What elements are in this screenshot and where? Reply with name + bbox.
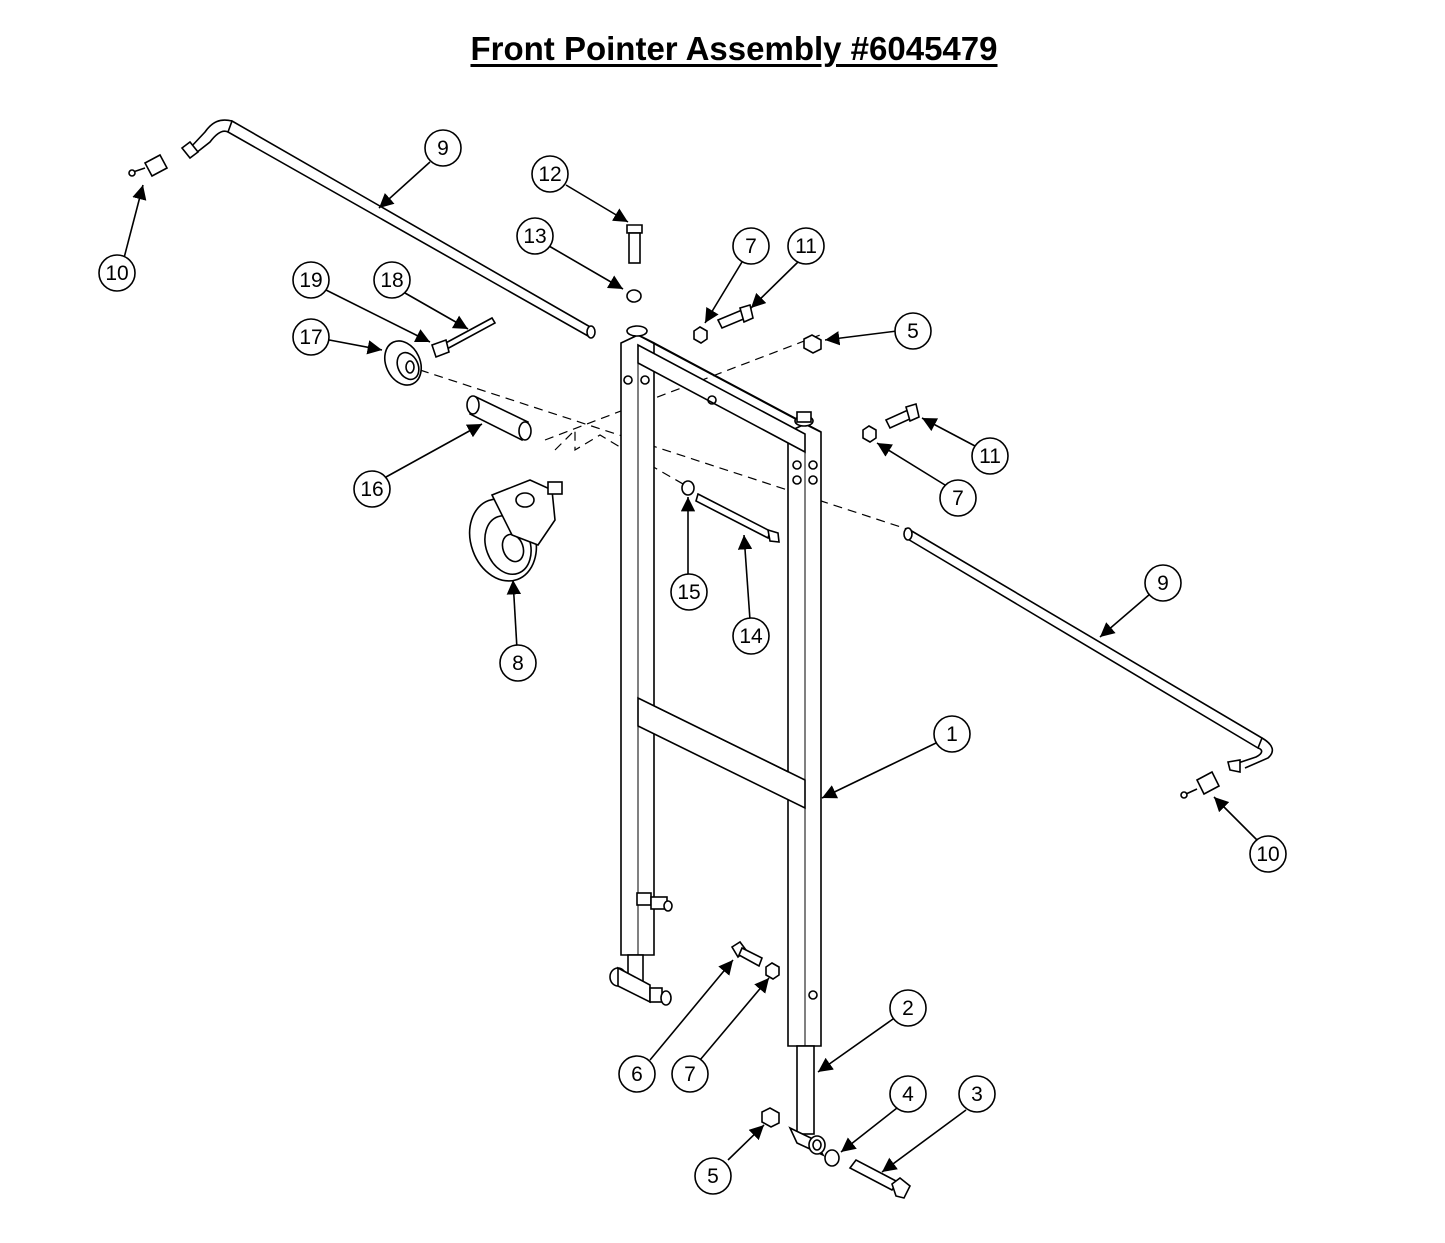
- svg-text:7: 7: [952, 487, 964, 510]
- diagram-title: Front Pointer Assembly #6045479: [470, 30, 998, 67]
- callout-10-left: 10: [98, 254, 136, 292]
- part-7-nut-lower: [765, 962, 780, 980]
- part-16-spacer-tube: [466, 395, 532, 442]
- callout-9-left: 9: [424, 129, 462, 167]
- part-5-nut-bottom: [761, 1107, 780, 1128]
- part-18-pin: [440, 316, 497, 352]
- svg-text:17: 17: [299, 326, 322, 349]
- part-10-pointer-tip-right: [1180, 770, 1221, 799]
- svg-text:16: 16: [360, 478, 383, 501]
- callout-17: 17: [292, 318, 330, 356]
- callout-18: 18: [373, 261, 411, 299]
- callout-13: 13: [516, 217, 554, 255]
- svg-text:11: 11: [795, 235, 817, 258]
- svg-text:10: 10: [105, 262, 128, 285]
- part-19-clip: [430, 338, 450, 359]
- callout-12: 12: [531, 155, 569, 193]
- callout-1: 1: [933, 715, 971, 753]
- left-pivot-assembly: [609, 954, 672, 1006]
- assembly-center-lines: [419, 334, 911, 531]
- part-7-nut-right: [862, 425, 877, 443]
- part-17-knob: [383, 340, 423, 386]
- svg-text:8: 8: [512, 652, 524, 675]
- part-14-rod-bolt: [695, 492, 780, 543]
- part-13-nut: [626, 289, 642, 303]
- svg-text:6: 6: [631, 1063, 643, 1086]
- callout-11-right: 11: [971, 437, 1009, 475]
- callout-19: 19: [292, 261, 330, 299]
- part-9-pointer-rod-right: [903, 527, 1274, 773]
- callout-16: 16: [353, 470, 391, 508]
- part-12-vertical-bolt: [626, 224, 643, 264]
- part-5-nut-top: [803, 334, 822, 354]
- part-3-bolt: [848, 1158, 912, 1199]
- callout-5-top: 5: [894, 312, 932, 350]
- part-4-washer: [824, 1149, 840, 1167]
- callout-3: 3: [958, 1075, 996, 1113]
- svg-text:15: 15: [677, 581, 700, 604]
- part-15-washer: [681, 480, 695, 496]
- callout-15: 15: [670, 573, 708, 611]
- part-6-bolt: [730, 940, 764, 968]
- svg-text:5: 5: [707, 1165, 719, 1188]
- callout-2: 2: [889, 989, 927, 1027]
- svg-text:12: 12: [538, 163, 561, 186]
- callout-7-lower: 7: [671, 1055, 709, 1093]
- part-2-lower-tube: [788, 1045, 826, 1157]
- part-11-bolt-upper: [716, 303, 754, 330]
- callout-9-right: 9: [1144, 564, 1182, 602]
- svg-text:10: 10: [1256, 843, 1279, 866]
- svg-text:7: 7: [684, 1063, 696, 1086]
- callout-10-right: 10: [1249, 835, 1287, 873]
- callout-7-right: 7: [939, 479, 977, 517]
- svg-text:7: 7: [745, 235, 757, 258]
- leader-lines: [123, 161, 1259, 1173]
- callouts: 1 2 3 4 5 5 6 7 7 7 8 9 9 10 10 11 11 12…: [98, 129, 1287, 1195]
- svg-text:9: 9: [1157, 572, 1169, 595]
- callout-5-bottom: 5: [694, 1157, 732, 1195]
- svg-text:1: 1: [946, 723, 958, 746]
- part-8-wheel-assembly: [468, 479, 563, 582]
- svg-text:19: 19: [299, 269, 322, 292]
- part-1-main-frame: [620, 325, 822, 1047]
- callout-4: 4: [889, 1075, 927, 1113]
- part-9-pointer-rod-left: [180, 119, 596, 339]
- part-10-pointer-tip-left: [128, 153, 169, 178]
- part-7-nut-upper: [693, 326, 708, 344]
- callout-8: 8: [499, 644, 537, 682]
- svg-text:4: 4: [902, 1083, 914, 1106]
- callout-14: 14: [732, 617, 770, 655]
- svg-text:11: 11: [979, 445, 1001, 468]
- svg-text:13: 13: [523, 225, 546, 248]
- callout-11-upper: 11: [787, 227, 825, 265]
- svg-text:3: 3: [971, 1083, 983, 1106]
- svg-text:5: 5: [907, 320, 919, 343]
- svg-text:18: 18: [380, 269, 403, 292]
- svg-text:14: 14: [739, 625, 763, 648]
- svg-text:9: 9: [437, 137, 449, 160]
- callout-7-upper: 7: [732, 227, 770, 265]
- part-11-bolt-right: [884, 402, 920, 430]
- svg-text:2: 2: [902, 997, 914, 1020]
- callout-6: 6: [618, 1055, 656, 1093]
